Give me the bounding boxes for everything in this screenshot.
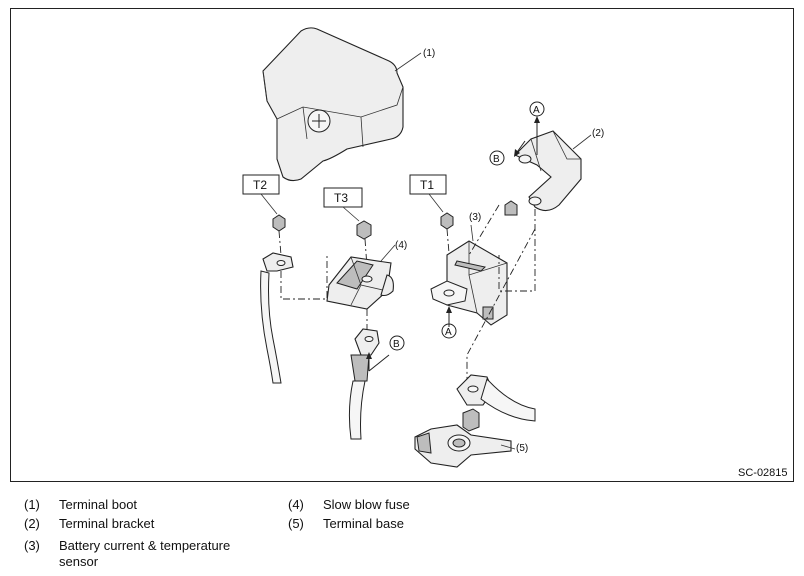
torque-label-t3: T3 xyxy=(334,191,348,205)
legend-label: Terminal boot xyxy=(59,497,138,512)
view-ref-b-lower xyxy=(389,335,405,351)
battery-sensor-part xyxy=(430,240,508,326)
terminal-bracket-part xyxy=(504,130,582,216)
callout-4: (4) xyxy=(395,240,407,251)
callout-2: (2) xyxy=(592,128,604,139)
legend-number: (1) xyxy=(24,497,40,512)
torque-label-t2: T2 xyxy=(253,178,267,192)
terminal-base-part xyxy=(414,374,536,468)
legend-label: Battery current & temperature sensor xyxy=(59,538,231,569)
svg-text:B: B xyxy=(493,154,500,165)
terminal-boot-part xyxy=(262,27,404,182)
svg-text:A: A xyxy=(445,327,452,338)
view-ref-b-top xyxy=(489,150,505,166)
legend-number: (4) xyxy=(288,497,304,512)
callout-3: (3) xyxy=(469,212,481,223)
legend-label: Slow blow fuse xyxy=(323,497,410,512)
legend-label: Terminal bracket xyxy=(59,516,155,531)
legend-label: Terminal base xyxy=(323,516,404,531)
callout-1: (1) xyxy=(423,48,435,59)
svg-text:B: B xyxy=(393,339,400,350)
callout-5: (5) xyxy=(516,443,528,454)
svg-text:A: A xyxy=(533,105,540,116)
exploded-view-diagram: (1) (2) A B T2 T3 (4) xyxy=(242,27,788,479)
legend-number: (3) xyxy=(24,538,40,553)
view-ref-a-lower xyxy=(441,323,457,339)
slow-blow-fuse-part xyxy=(326,256,394,310)
diagram-frame: (1) (2) A B T2 T3 (4) xyxy=(10,8,794,482)
torque-label-t1: T1 xyxy=(420,178,434,192)
figure-code: SC-02815 xyxy=(738,467,788,479)
legend-number: (5) xyxy=(288,516,304,531)
legend-number: (2) xyxy=(24,516,40,531)
torque-box-t1 xyxy=(409,174,447,195)
